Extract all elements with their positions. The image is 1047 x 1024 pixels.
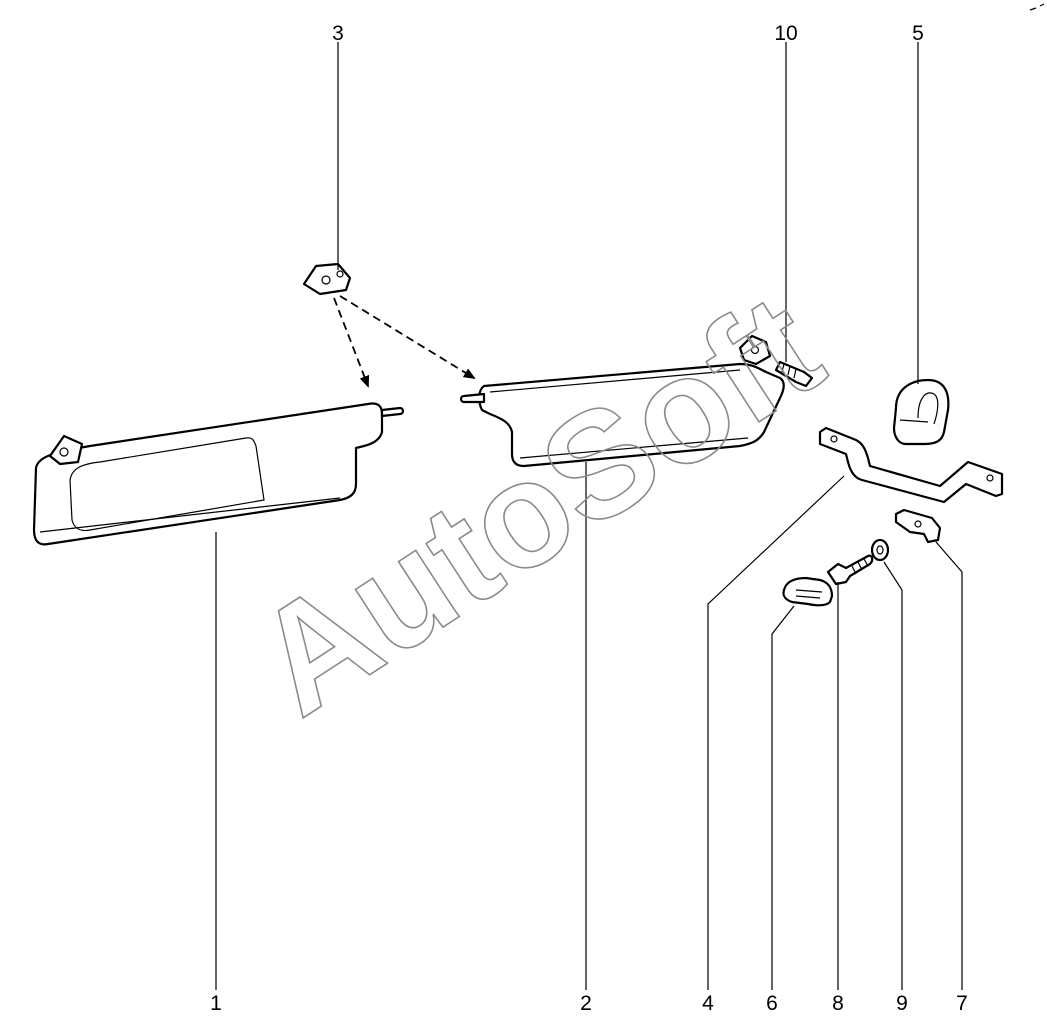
callout-4: 4 — [702, 992, 714, 1015]
callout-1: 1 — [210, 992, 222, 1015]
callout-5: 5 — [912, 22, 924, 45]
screw-10 — [774, 360, 814, 388]
callout-7: 7 — [956, 992, 968, 1015]
right-sun-visor — [459, 334, 785, 468]
washer — [870, 538, 890, 562]
leader-lines — [215, 42, 963, 990]
callout-9: 9 — [896, 992, 908, 1015]
handle-bracket — [894, 508, 942, 544]
assembly-arrow-to-right-visor — [339, 295, 476, 380]
corner-mark — [1029, 3, 1045, 11]
callout-2: 2 — [580, 992, 592, 1015]
left-sun-visor — [32, 402, 405, 546]
assembly-arrow-to-left-visor — [333, 297, 370, 388]
cover-cap — [782, 576, 834, 607]
bolt — [826, 554, 874, 586]
grab-handle — [818, 426, 1004, 504]
callout-8: 8 — [832, 992, 844, 1015]
callout-10: 10 — [774, 22, 797, 45]
visor-clip — [302, 262, 352, 296]
callout-6: 6 — [766, 992, 778, 1015]
callout-3: 3 — [332, 22, 344, 45]
coat-hook — [892, 378, 950, 446]
